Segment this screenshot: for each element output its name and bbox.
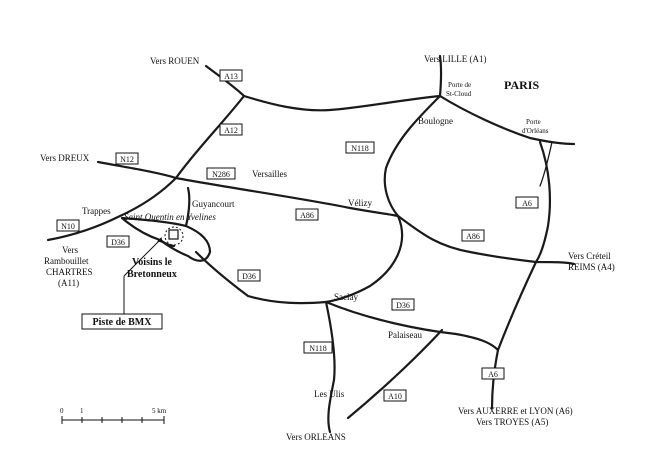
svg-text:N286: N286 (212, 170, 230, 179)
voisins-marker-ring (164, 226, 184, 246)
road-a6-south (490, 260, 538, 410)
label-porte-st-cloud-2: St-Cloud (446, 90, 472, 98)
road-n118-north (383, 94, 442, 218)
road-a12 (46, 94, 246, 242)
road-lille (438, 54, 443, 98)
road-shield-a12: A12 (219, 123, 243, 136)
road-shield-a6-north: A6 (515, 196, 539, 209)
road-shield-d36-west: D36 (106, 235, 130, 248)
road-shield-d36-mid: D36 (237, 269, 261, 282)
label-auxerre-1: Vers AUXERRE et LYON (A6) (458, 406, 573, 416)
road-saclay-ulis (324, 300, 336, 434)
pointer-line (123, 239, 161, 277)
label-lille: Vers LILLE (A1) (424, 54, 486, 64)
road-sqy-ring (120, 216, 212, 262)
svg-text:A13: A13 (224, 72, 238, 81)
label-rambouillet-4: (A11) (58, 278, 79, 288)
road-shield-a13: A13 (219, 69, 243, 82)
scale-label-zero: 0 (60, 407, 64, 415)
svg-text:A6: A6 (522, 199, 532, 208)
pointer-arrowhead (157, 237, 163, 243)
label-rambouillet-2: Rambouillet (44, 256, 89, 266)
city-paris: PARIS (504, 78, 539, 92)
label-rambouillet-1: Vers (62, 245, 78, 255)
svg-text:A10: A10 (388, 392, 402, 401)
label-les-ulis: Les Ulis (314, 389, 345, 399)
label-auxerre-2: Vers TROYES (A5) (476, 417, 548, 427)
road-shield-a6-south: A6 (481, 367, 505, 380)
road-shield-n12: N12 (115, 152, 139, 165)
label-versailles: Versailles (252, 169, 287, 179)
label-porte-st-cloud-1: Porte de (448, 81, 471, 89)
road-shield-n118-north: N118 (345, 141, 375, 154)
road-shield-n118-south: N118 (303, 341, 333, 354)
road-periph (438, 94, 576, 146)
road-shield-a86-east: A86 (461, 229, 485, 242)
road-shield-n286: N286 (206, 167, 236, 180)
svg-text:N12: N12 (120, 155, 134, 164)
bmx-callout-box (81, 313, 163, 330)
label-boulogne: Boulogne (418, 116, 453, 126)
road-shield-a86-west: A86 (295, 208, 319, 221)
svg-text:A12: A12 (224, 126, 238, 135)
label-saclay: Saclay (334, 292, 358, 302)
scale-bar: 0 1 5 km (60, 407, 167, 424)
svg-text:A86: A86 (300, 211, 314, 220)
road-shield-a10: A10 (383, 389, 407, 402)
label-rambouillet-3: CHARTRES (46, 267, 92, 277)
scale-label-five: 5 km (152, 407, 167, 415)
svg-text:A86: A86 (466, 232, 480, 241)
svg-text:A6: A6 (488, 370, 498, 379)
road-shield-n10: N10 (56, 219, 80, 232)
road-n12 (96, 160, 178, 180)
label-voisins-1: Voisins le (132, 257, 172, 268)
road-a10 (346, 328, 444, 420)
svg-text:N10: N10 (61, 222, 75, 231)
road-a6-link (539, 141, 553, 187)
label-orleans: Vers ORLEANS (286, 432, 346, 442)
svg-text:D36: D36 (396, 301, 410, 310)
svg-text:N118: N118 (351, 144, 368, 153)
label-sqy: Saint Quentin en Yvelines (124, 212, 216, 222)
road-shield-d36-east: D36 (391, 298, 415, 311)
bmx-callout-label: Piste de BMX (93, 317, 153, 328)
road-a86-east (396, 214, 576, 266)
svg-text:D36: D36 (111, 238, 125, 247)
road-d36-east (324, 300, 500, 352)
label-velizy: Vélizy (348, 198, 372, 208)
label-dreux: Vers DREUX (40, 153, 90, 163)
scale-label-one: 1 (80, 407, 84, 415)
svg-text:D36: D36 (242, 272, 256, 281)
label-creteil-2: REIMS (A4) (568, 262, 615, 272)
road-a13 (204, 64, 442, 112)
bmx-site-icon (168, 229, 179, 240)
svg-text:N118: N118 (309, 344, 326, 353)
label-guyancourt: Guyancourt (192, 199, 235, 209)
label-creteil-1: Vers Créteil (568, 251, 611, 261)
road-guyancourt (184, 186, 191, 228)
label-porte-orleans-1: Porte (526, 118, 541, 126)
label-voisins-2: Bretonneux (127, 269, 177, 280)
label-rouen: Vers ROUEN (150, 56, 200, 66)
road-d36-west (194, 250, 328, 305)
road-n286 (174, 176, 400, 218)
road-n118-south (324, 214, 404, 304)
label-trappes: Trappes (82, 206, 111, 216)
label-palaiseau: Palaiseau (388, 330, 422, 340)
label-porte-orleans-2: d'Orléans (522, 127, 549, 135)
